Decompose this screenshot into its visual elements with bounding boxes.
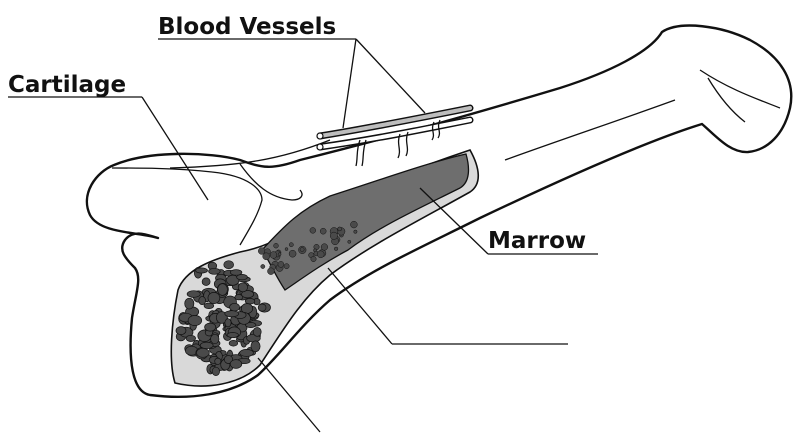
spongy-speckle — [334, 247, 338, 251]
spongy-speckle — [289, 243, 293, 247]
spongy-cell — [205, 323, 216, 331]
spongy-cell — [258, 304, 266, 311]
spongy-speckle — [261, 264, 265, 268]
spongy-cell — [200, 342, 213, 349]
vessel-end-upper — [317, 133, 323, 139]
spongy-cell — [251, 341, 260, 352]
spongy-cell — [202, 278, 210, 286]
spongy-speckle — [338, 227, 342, 231]
spongy-cell — [199, 297, 206, 305]
spongy-speckle — [317, 251, 324, 258]
blood-vessels-label: Blood Vessels — [158, 14, 336, 40]
spongy-cell — [253, 328, 261, 337]
spongy-cell — [227, 333, 238, 338]
spongy-cell — [197, 348, 210, 357]
spongy-speckle — [270, 252, 277, 259]
spongy-speckle — [330, 232, 337, 239]
spongy-cell — [240, 349, 254, 356]
spongy-cell — [238, 283, 247, 292]
spongy-cell — [188, 315, 202, 325]
blood-vessels-leader-1 — [343, 39, 356, 128]
spongy-speckle — [289, 250, 296, 257]
spongy-speckle — [268, 268, 275, 275]
marrow-label: Marrow — [488, 228, 586, 254]
spongy-speckle — [348, 240, 351, 243]
spongy-cell — [230, 303, 240, 311]
spongy-cell — [176, 327, 186, 335]
spongy-cell — [185, 298, 194, 309]
spongy-cell — [225, 319, 231, 327]
spongy-cell — [225, 311, 239, 317]
spongy-cell — [211, 334, 219, 343]
cartilage-label: Cartilage — [8, 72, 126, 98]
spongy-cell — [204, 303, 214, 309]
spongy-cell — [208, 292, 220, 303]
spongy-speckle — [285, 248, 288, 251]
spongy-speckle — [311, 256, 316, 261]
spongy-speckle — [310, 228, 316, 234]
spongy-cell — [229, 340, 238, 346]
spongy-speckle — [278, 253, 281, 256]
spongy-speckle — [300, 247, 304, 251]
vessel-end-lower — [317, 144, 323, 150]
spongy-speckle — [351, 221, 358, 228]
spongy-cell — [212, 367, 219, 375]
spongy-cell — [187, 291, 200, 298]
spongy-speckle — [284, 264, 289, 269]
spongy-cell — [186, 335, 196, 341]
spongy-cell — [224, 261, 234, 269]
spongy-cell — [196, 268, 208, 273]
spongy-cell — [209, 268, 221, 274]
spongy-cell — [218, 284, 228, 296]
spongy-bone-leader — [258, 358, 320, 432]
spongy-speckle — [274, 243, 279, 248]
spongy-speckle — [263, 253, 270, 260]
spongy-cell — [230, 270, 242, 276]
spongy-cell — [230, 360, 242, 369]
spongy-cell — [215, 358, 221, 364]
spongy-speckle — [354, 230, 357, 233]
spongy-speckle — [278, 261, 284, 267]
blood-vessels-leader-2 — [356, 39, 425, 113]
spongy-speckle — [320, 228, 326, 234]
spongy-speckle — [321, 244, 328, 251]
